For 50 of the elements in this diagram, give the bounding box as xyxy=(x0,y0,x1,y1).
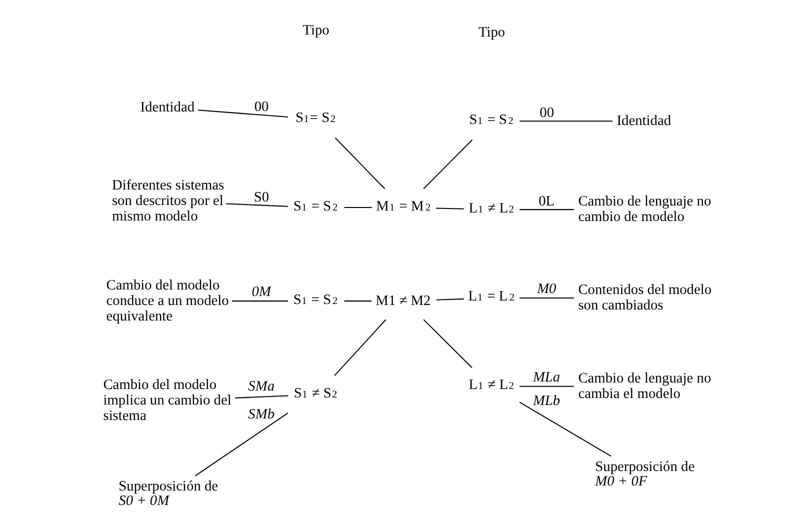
connector xyxy=(235,395,288,398)
connector xyxy=(520,297,574,298)
node-text: Cambio del modelo conduce a un modelo equivalente xyxy=(106,277,229,324)
connector xyxy=(436,208,464,210)
edge-label: MLa xyxy=(532,369,560,386)
connector xyxy=(520,120,613,122)
connector xyxy=(520,209,574,210)
connector xyxy=(519,402,612,457)
connector xyxy=(226,203,288,207)
node-text: S1 = S2 xyxy=(293,292,338,308)
edge-label: M0 xyxy=(537,281,556,298)
connector xyxy=(334,319,386,376)
node-text: Cambio de lenguaje no cambia el modelo xyxy=(578,370,712,402)
connector xyxy=(344,206,372,208)
node-text: Cambio de lenguaje no cambio de modelo xyxy=(578,194,712,226)
label: Tipo xyxy=(302,22,330,38)
connector xyxy=(344,300,372,302)
node-text: Diferentes sistemas son descritos por el mismo modelo xyxy=(112,178,224,225)
connector xyxy=(423,139,473,190)
node-text: Identidad xyxy=(140,100,195,116)
edge-label: 0L xyxy=(538,194,555,210)
connector xyxy=(198,110,288,118)
connector xyxy=(195,412,288,476)
connector xyxy=(520,386,574,387)
node-text: Identidad xyxy=(616,112,672,129)
connector xyxy=(423,319,472,368)
edge-label: MLb xyxy=(532,393,560,410)
node-text: Superposición de M0 + 0F xyxy=(595,458,695,490)
connector xyxy=(436,298,464,300)
edge-label: SMa xyxy=(248,378,275,395)
node-text: L1 ≠ L2 xyxy=(468,200,514,216)
edge-label: 0M xyxy=(252,284,271,300)
node-text: Superposición de S0 + 0M xyxy=(118,478,218,509)
edge-label: 00 xyxy=(254,99,269,116)
node-text: S1 = S2 xyxy=(469,112,514,128)
node-text: Cambio del modelo implica un cambio del sistema xyxy=(103,377,232,424)
label: Tipo xyxy=(478,24,506,41)
edge-label: SMb xyxy=(248,406,275,422)
node-text: M1 = M2 xyxy=(376,198,431,214)
node-text: S1 ≠ S2 xyxy=(294,385,338,402)
connector xyxy=(232,300,288,302)
edge-label: S0 xyxy=(254,190,270,206)
node-text: M1 ≠ M2 xyxy=(376,292,431,309)
node-text: S1= S2 xyxy=(295,110,336,126)
node-text: L1 = L2 xyxy=(468,288,514,305)
connector xyxy=(334,137,386,190)
node-text: L1 ≠ L2 xyxy=(468,377,514,394)
node-text: S1 = S2 xyxy=(293,198,338,214)
node-text: Contenidos del modelo son cambiados xyxy=(578,282,712,314)
edge-label: 00 xyxy=(540,105,554,122)
